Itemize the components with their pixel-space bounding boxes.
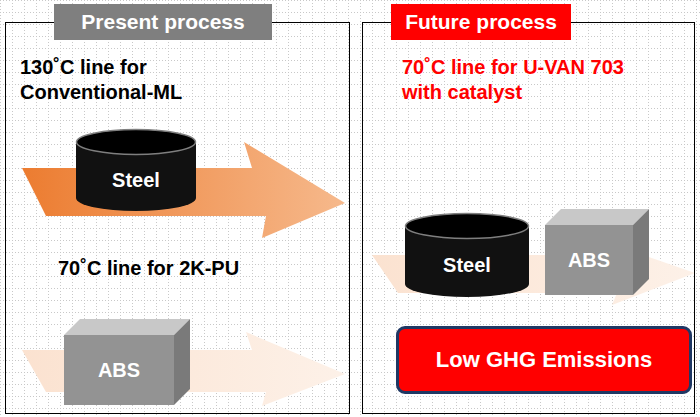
material-name: ABS <box>568 249 610 272</box>
process-panel: Future processSteelABSLow GHG Emissions <box>362 22 695 414</box>
abs-cube: ABS <box>64 319 190 405</box>
material-name: ABS <box>98 359 140 382</box>
material-name: Steel <box>443 254 491 277</box>
line-caption: 70˚C line for 2K-PU <box>58 256 328 281</box>
material-name: Steel <box>112 169 160 192</box>
process-panel: Present processSteelABS <box>5 22 350 414</box>
panel-heading-tab: Future process <box>391 4 571 40</box>
result-text: Low GHG Emissions <box>436 347 652 373</box>
steel-cylinder: Steel <box>76 129 196 211</box>
result-box: Low GHG Emissions <box>396 326 692 394</box>
orange-line-arrow <box>22 142 345 238</box>
abs-cube: ABS <box>545 209 649 295</box>
line-caption: 130˚C line for Conventional-ML <box>20 55 250 105</box>
steel-cylinder: Steel <box>405 213 529 297</box>
panel-heading-tab: Present process <box>54 4 272 40</box>
line-caption: 70˚C line for U-VAN 703 with catalyst <box>402 55 647 105</box>
